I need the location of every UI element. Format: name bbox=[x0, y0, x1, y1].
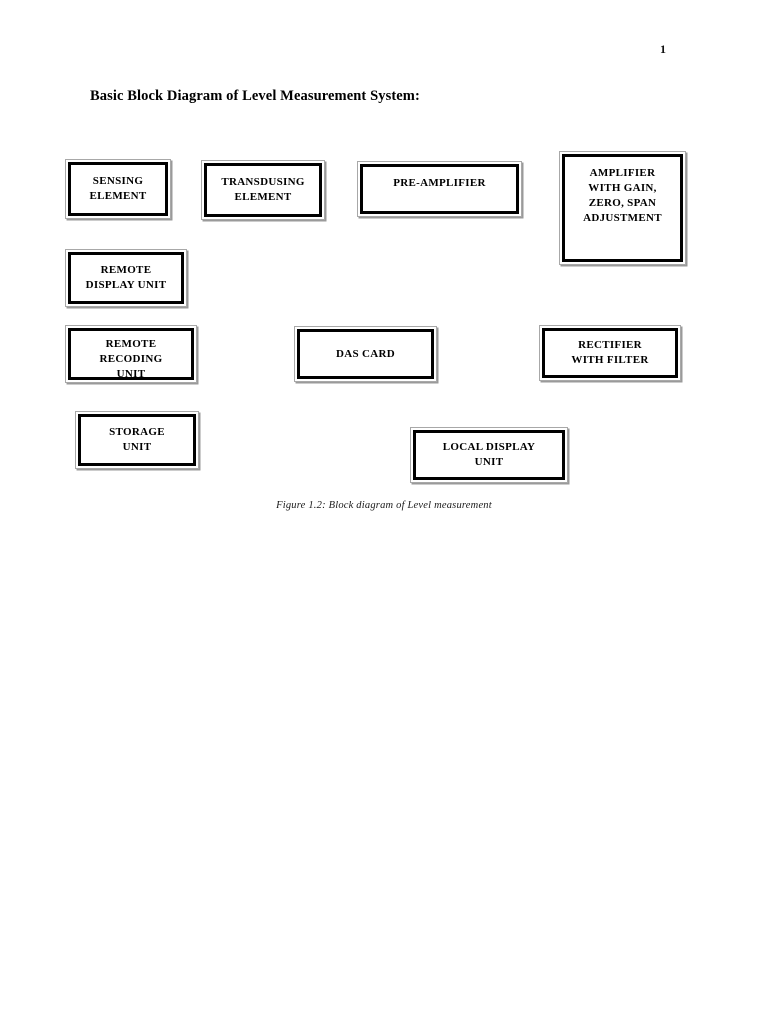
block-label: LOCAL DISPLAY UNIT bbox=[442, 441, 536, 468]
block-remote-display-unit: REMOTE DISPLAY UNIT bbox=[65, 249, 187, 307]
block-label: REMOTE RECODING UNIT bbox=[99, 338, 163, 380]
block-transducing-element: TRANSDUSING ELEMENT bbox=[201, 160, 325, 220]
block-label: TRANSDUSING ELEMENT bbox=[221, 176, 305, 203]
block-das-card: DAS CARD bbox=[294, 326, 437, 382]
block-label: RECTIFIER WITH FILTER bbox=[571, 339, 649, 366]
block-storage-unit: STORAGE UNIT bbox=[75, 411, 199, 469]
page-title: Basic Block Diagram of Level Measurement… bbox=[90, 88, 420, 104]
page-number: 1 bbox=[660, 42, 666, 56]
block-label: SENSING ELEMENT bbox=[89, 175, 147, 202]
block-label: PRE-AMPLIFIER bbox=[393, 177, 486, 189]
block-frame: AMPLIFIER WITH GAIN, ZERO, SPAN ADJUSTME… bbox=[562, 154, 683, 262]
block-label: DAS CARD bbox=[336, 347, 395, 360]
block-frame: RECTIFIER WITH FILTER bbox=[542, 328, 678, 378]
block-rectifier-with-filter: RECTIFIER WITH FILTER bbox=[539, 325, 681, 381]
block-local-display-unit: LOCAL DISPLAY UNIT bbox=[410, 427, 568, 483]
block-frame: DAS CARD bbox=[297, 329, 434, 379]
block-pre-amplifier: PRE-AMPLIFIER bbox=[357, 161, 522, 217]
block-label: REMOTE DISPLAY UNIT bbox=[85, 264, 167, 291]
figure-caption: Figure 1.2: Block diagram of Level measu… bbox=[276, 500, 492, 511]
block-sensing-element: SENSING ELEMENT bbox=[65, 159, 171, 219]
block-frame: REMOTE DISPLAY UNIT bbox=[68, 252, 184, 304]
block-label: STORAGE UNIT bbox=[109, 426, 165, 453]
block-frame: PRE-AMPLIFIER bbox=[360, 164, 519, 214]
block-frame: LOCAL DISPLAY UNIT bbox=[413, 430, 565, 480]
block-frame: STORAGE UNIT bbox=[78, 414, 196, 466]
block-remote-recoding-unit: REMOTE RECODING UNIT bbox=[65, 325, 197, 383]
block-label: AMPLIFIER WITH GAIN, ZERO, SPAN ADJUSTME… bbox=[583, 167, 662, 224]
block-amplifier-gain-zero-span: AMPLIFIER WITH GAIN, ZERO, SPAN ADJUSTME… bbox=[559, 151, 686, 265]
block-frame: SENSING ELEMENT bbox=[68, 162, 168, 216]
block-frame: REMOTE RECODING UNIT bbox=[68, 328, 194, 380]
block-frame: TRANSDUSING ELEMENT bbox=[204, 163, 322, 217]
